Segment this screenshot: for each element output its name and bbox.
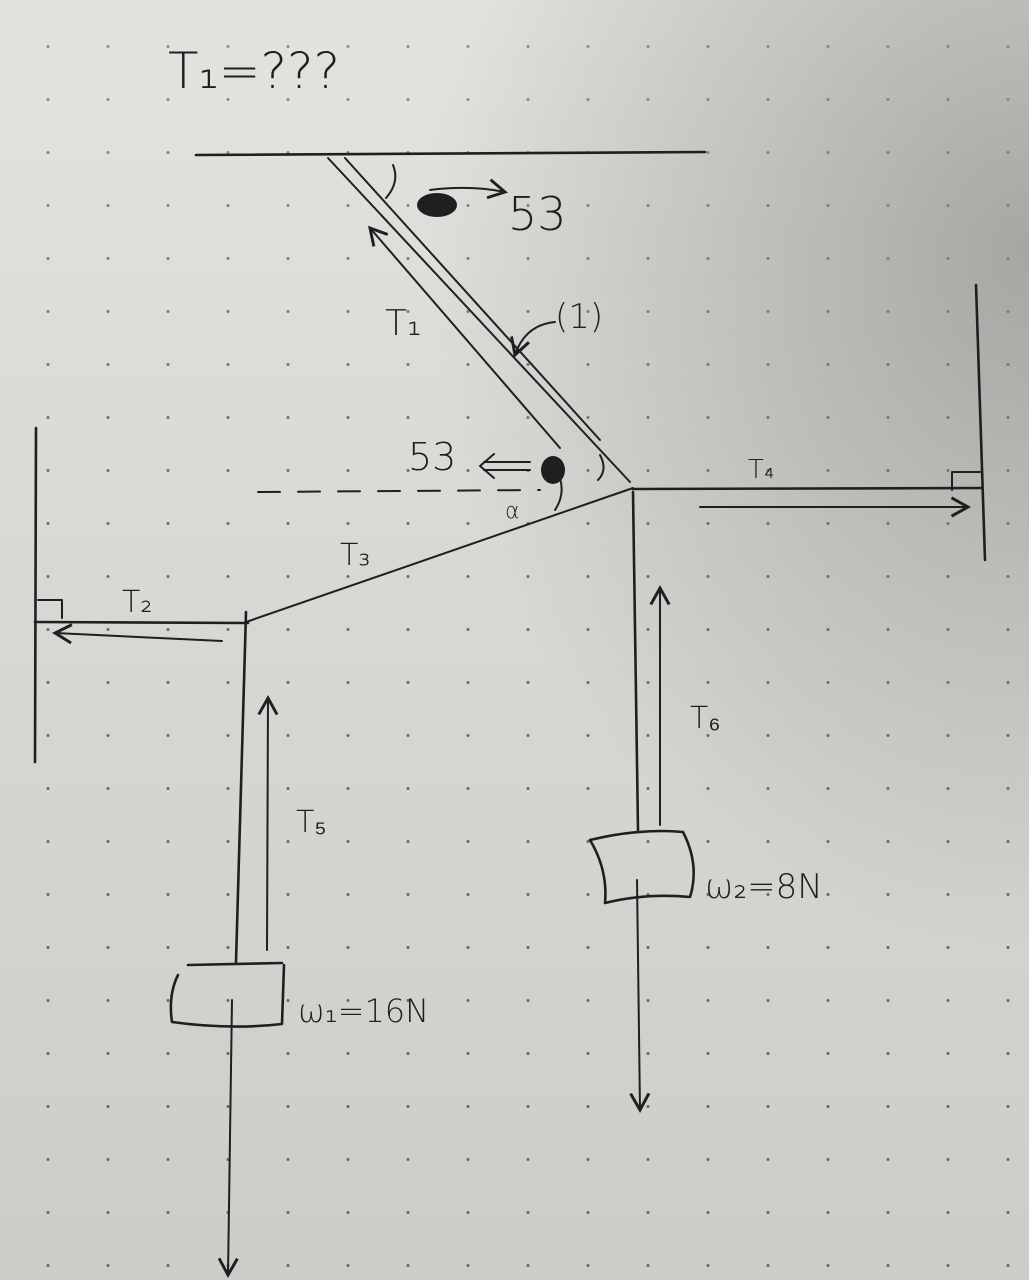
scribble-junction <box>541 456 565 484</box>
angle-arc-junction <box>554 454 605 511</box>
angle-junction-label: 53 <box>408 435 456 479</box>
right-angle-mark-left <box>37 599 63 619</box>
rope-1 <box>327 157 631 483</box>
t6-label: T₆ <box>690 701 720 736</box>
right-wall <box>974 283 987 562</box>
right-angle-mark-right <box>951 471 981 491</box>
t1-arrow <box>368 225 561 449</box>
w2-label: ω₂=8N <box>705 867 823 907</box>
t2-label: T₂ <box>122 585 152 620</box>
block-w2 <box>588 829 695 905</box>
rope-3 <box>245 487 634 623</box>
dashed-reference <box>257 489 541 493</box>
question-label: T₁=??? <box>168 42 340 100</box>
alpha-label: α <box>505 499 520 524</box>
block-w1 <box>169 961 286 1028</box>
t5-label: T₅ <box>296 805 326 840</box>
ceiling-line <box>194 150 707 157</box>
angle-top-label: 53 <box>508 187 567 241</box>
w1-arrow <box>217 999 239 1279</box>
t4-label: T₄ <box>748 455 774 485</box>
angle-pointer-junction <box>479 453 531 479</box>
w2-arrow <box>629 879 651 1114</box>
t1-label: T₁ <box>385 303 421 344</box>
rope-6 <box>631 490 640 832</box>
w1-label: ω₁=16N <box>298 992 429 1030</box>
angle-pointer-top <box>429 178 508 200</box>
scribble-top <box>417 193 457 217</box>
rope-marker-arrow <box>510 321 556 358</box>
rope-marker-label: (1) <box>555 297 603 337</box>
t2-arrow <box>51 623 223 645</box>
t5-arrow <box>257 694 279 951</box>
rope-4 <box>631 486 984 491</box>
angle-arc-top <box>385 164 397 199</box>
rope-2 <box>33 620 250 625</box>
left-wall <box>33 426 38 764</box>
t3-label: T₃ <box>340 538 370 573</box>
rope-5 <box>234 610 248 964</box>
